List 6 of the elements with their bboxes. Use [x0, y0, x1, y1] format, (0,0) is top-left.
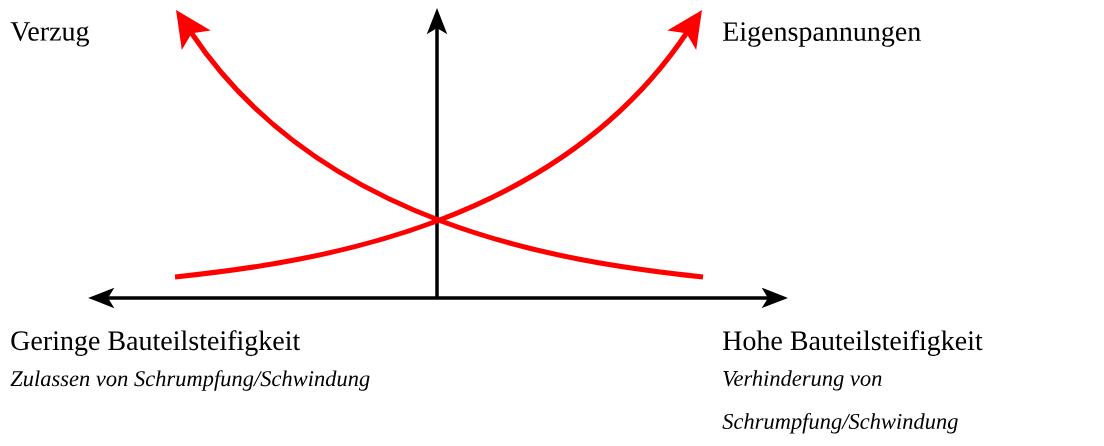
curve-label: Verzug: [10, 22, 89, 47]
note-text: Verhinderung von Schrumpfung/Schwindung: [722, 370, 958, 434]
curve-label: Eigenspannungen: [723, 22, 921, 47]
note-text: Zulassen von Schrumpfung/Schwindung: [10, 370, 370, 391]
axis-label: Geringe Bauteilsteifigkeit: [11, 330, 301, 356]
axis-label: Hohe Bauteilsteifigkeit: [723, 330, 983, 356]
